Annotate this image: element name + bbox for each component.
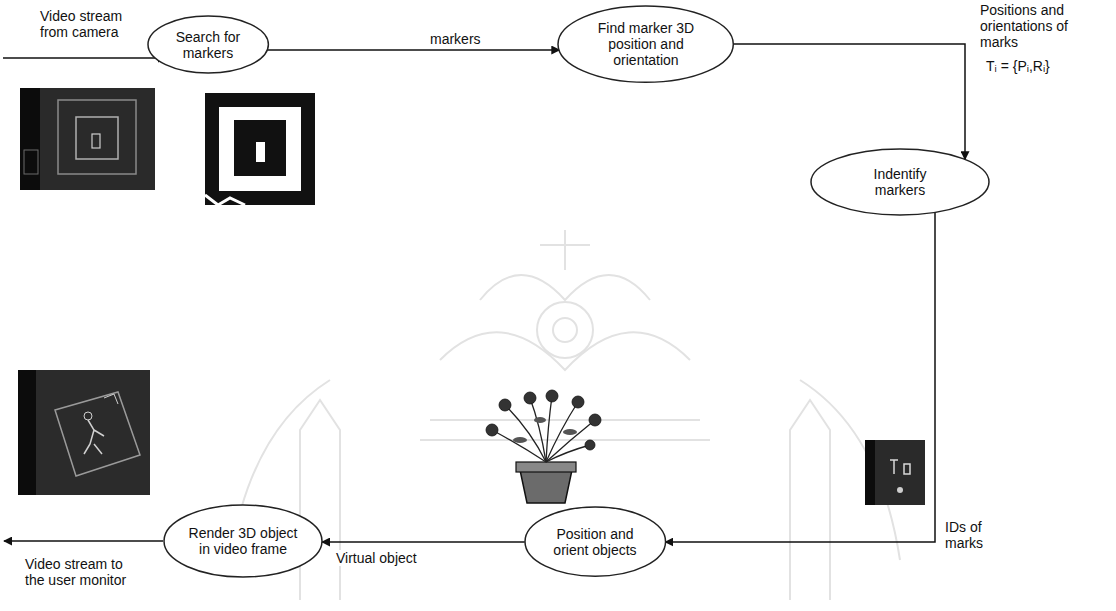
node-label: Search for markers	[169, 29, 247, 61]
input-stream-arrow	[3, 57, 166, 59]
process-ellipse: Search for markers	[147, 15, 269, 74]
flow-arrow	[734, 44, 965, 159]
marker-image	[205, 93, 315, 205]
process-ellipse: Find marker 3D position and orientation	[557, 5, 734, 83]
ellipse-outline	[148, 16, 268, 73]
ellipse-outline	[164, 505, 322, 577]
annotation-label: Video stream from camera	[40, 8, 140, 40]
node-label: Position and orient objects	[542, 526, 648, 558]
edge-label: markers	[430, 31, 481, 47]
ellipse-outline	[525, 507, 666, 576]
node-label: Find marker 3D position and orientation	[590, 20, 702, 68]
edge-label: Positions and orientations of marks	[980, 2, 1080, 50]
ellipse-outline	[558, 6, 733, 82]
process-ellipse: Render 3D object in video frame	[163, 504, 323, 578]
node-content: Position and orient objects	[524, 506, 667, 577]
flower-pot-illustration	[486, 390, 601, 503]
node-content: Search for markers	[147, 15, 269, 74]
output-frame-image	[18, 370, 150, 495]
flow-arrow	[665, 212, 935, 542]
output-stream-arrow	[4, 540, 163, 542]
process-ellipse: Position and orient objects	[524, 506, 667, 577]
marker-id-image	[865, 440, 925, 505]
node-label: Indentify markers	[863, 166, 937, 198]
edge-label: Virtual object	[336, 550, 417, 566]
camera-frame-image	[20, 88, 155, 190]
flow-arrow	[267, 49, 559, 51]
node-content: Find marker 3D position and orientation	[557, 5, 734, 83]
process-ellipse: Indentify markers	[810, 148, 990, 216]
node-content: Render 3D object in video frame	[163, 504, 323, 578]
edge-label: IDs of marks	[945, 519, 1007, 551]
ellipse-outline	[811, 149, 989, 215]
watermark-seal	[230, 230, 900, 600]
node-label: Render 3D object in video frame	[187, 525, 299, 557]
annotation-label: Tᵢ = {Pᵢ,Rᵢ}	[986, 58, 1050, 74]
node-content: Indentify markers	[810, 148, 990, 216]
flow-arrow	[322, 541, 525, 543]
annotation-label: Video stream to the user monitor	[25, 556, 143, 588]
